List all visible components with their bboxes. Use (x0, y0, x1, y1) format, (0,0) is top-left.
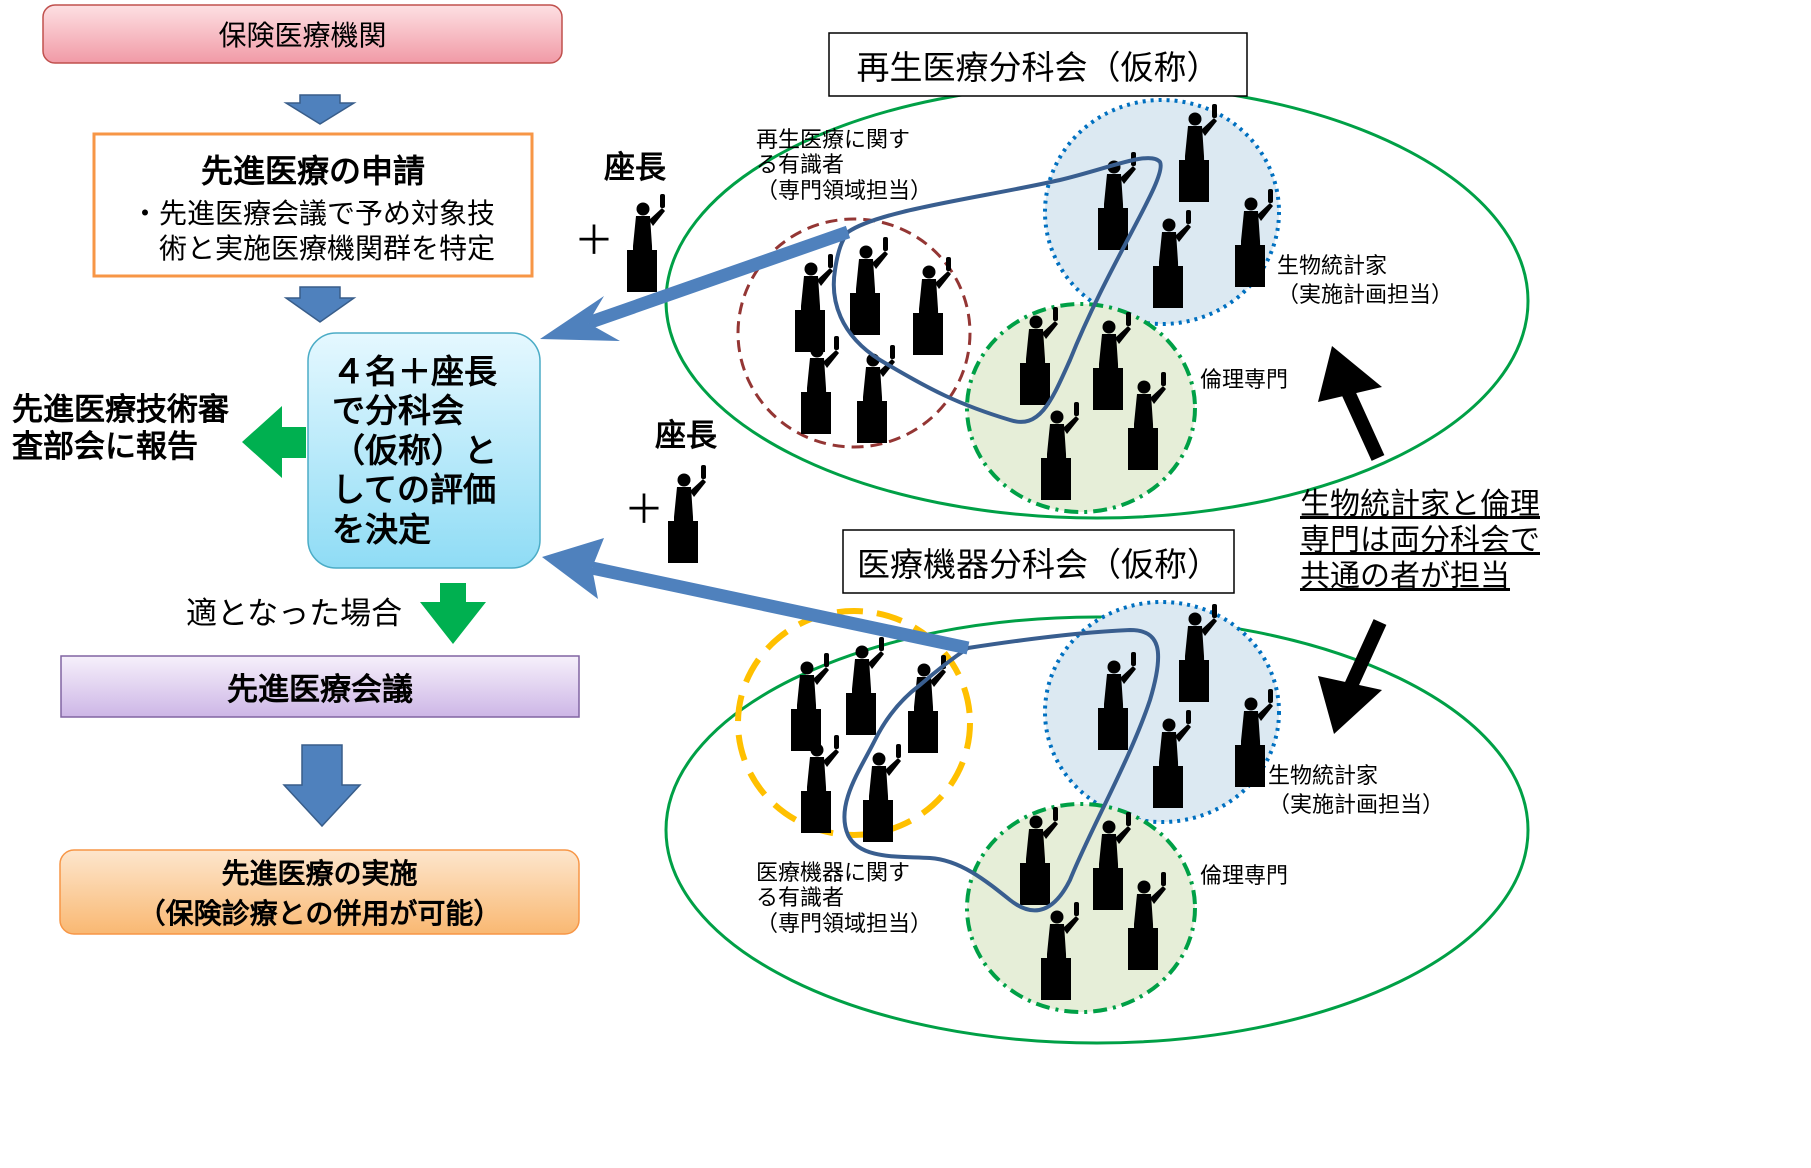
upper-plus-sign: ＋ (574, 218, 614, 264)
approved-arrow (420, 583, 486, 644)
implementation-line1: 先進医療の実施 (221, 857, 418, 890)
lower-experts-label: 医療機器に関す る有識者 （専門領域担当） (756, 861, 933, 937)
lower-chair-label: 座長 (655, 418, 717, 454)
application-note: ・先進医療会議で予め対象技 術と実施医療機関群を特定 (130, 197, 495, 265)
approved-case-label: 適となった場合 (186, 596, 403, 632)
application-box: 先進医療の申請 ・先進医療会議で予め対象技 術と実施医療機関群を特定 (94, 134, 532, 276)
implementation-box: 先進医療の実施 （保険診療との併用が可能） (60, 850, 579, 934)
council-label: 先進医療会議 (227, 672, 413, 708)
lower-biostat-label: 生物統計家 （実施計画担当） (1268, 764, 1445, 818)
implementation-line2: （保険診療との併用が可能） (137, 897, 502, 930)
lower-group-title: 医療機器分科会（仮称） (843, 530, 1234, 593)
upper-to-eval-arrow (540, 296, 620, 341)
upper-group-title-text: 再生医療分科会（仮称） (856, 47, 1220, 87)
lower-group-title-text: 医療機器分科会（仮称） (857, 544, 1220, 584)
arrow-down-3 (282, 744, 362, 828)
report-label: 先進医療技術審 査部会に報告 (12, 392, 229, 465)
shared-note: 生物統計家と倫理 専門は両分科会で 共通の者が担当 (1300, 487, 1540, 594)
application-title: 先進医療の申請 (200, 152, 425, 190)
council-box: 先進医療会議 (61, 656, 579, 717)
arrow-down-2 (283, 286, 357, 323)
upper-ethics-label: 倫理専門 (1200, 368, 1289, 393)
upper-biostat-circle (1043, 98, 1281, 326)
upper-biostat-label: 生物統計家 （実施計画担当） (1277, 254, 1454, 308)
lower-ethics-circle (965, 802, 1197, 1014)
shared-arrow-down (1318, 676, 1382, 734)
lower-selection-loop (842, 627, 1161, 913)
lower-group-ellipse (664, 615, 1530, 1045)
upper-chair-label: 座長 (604, 150, 666, 186)
lower-biostat-circle (1043, 600, 1281, 824)
lower-to-eval-arrow (542, 538, 604, 599)
upper-group-title: 再生医療分科会（仮称） (829, 33, 1247, 96)
lower-plus-sign: ＋ (624, 487, 664, 533)
lower-experts-circle (735, 608, 973, 838)
upper-selection-loop (831, 156, 1163, 424)
upper-experts-label: 再生医療に関す る有識者 （専門領域担当） (756, 128, 933, 204)
evaluation-box: ４名＋座長 で分科会 （仮称）と しての評価 を決定 (308, 333, 540, 568)
lower-ethics-label: 倫理専門 (1200, 864, 1289, 889)
report-arrow (242, 406, 306, 478)
evaluation-text: ４名＋座長 で分科会 （仮称）と しての評価 を決定 (332, 351, 497, 549)
shared-arrow-up (1318, 346, 1382, 402)
arrow-down-1 (283, 94, 357, 125)
upper-experts-circle (736, 217, 972, 449)
institution-box: 保険医療機関 (43, 5, 562, 63)
institution-label: 保険医療機関 (218, 19, 387, 52)
